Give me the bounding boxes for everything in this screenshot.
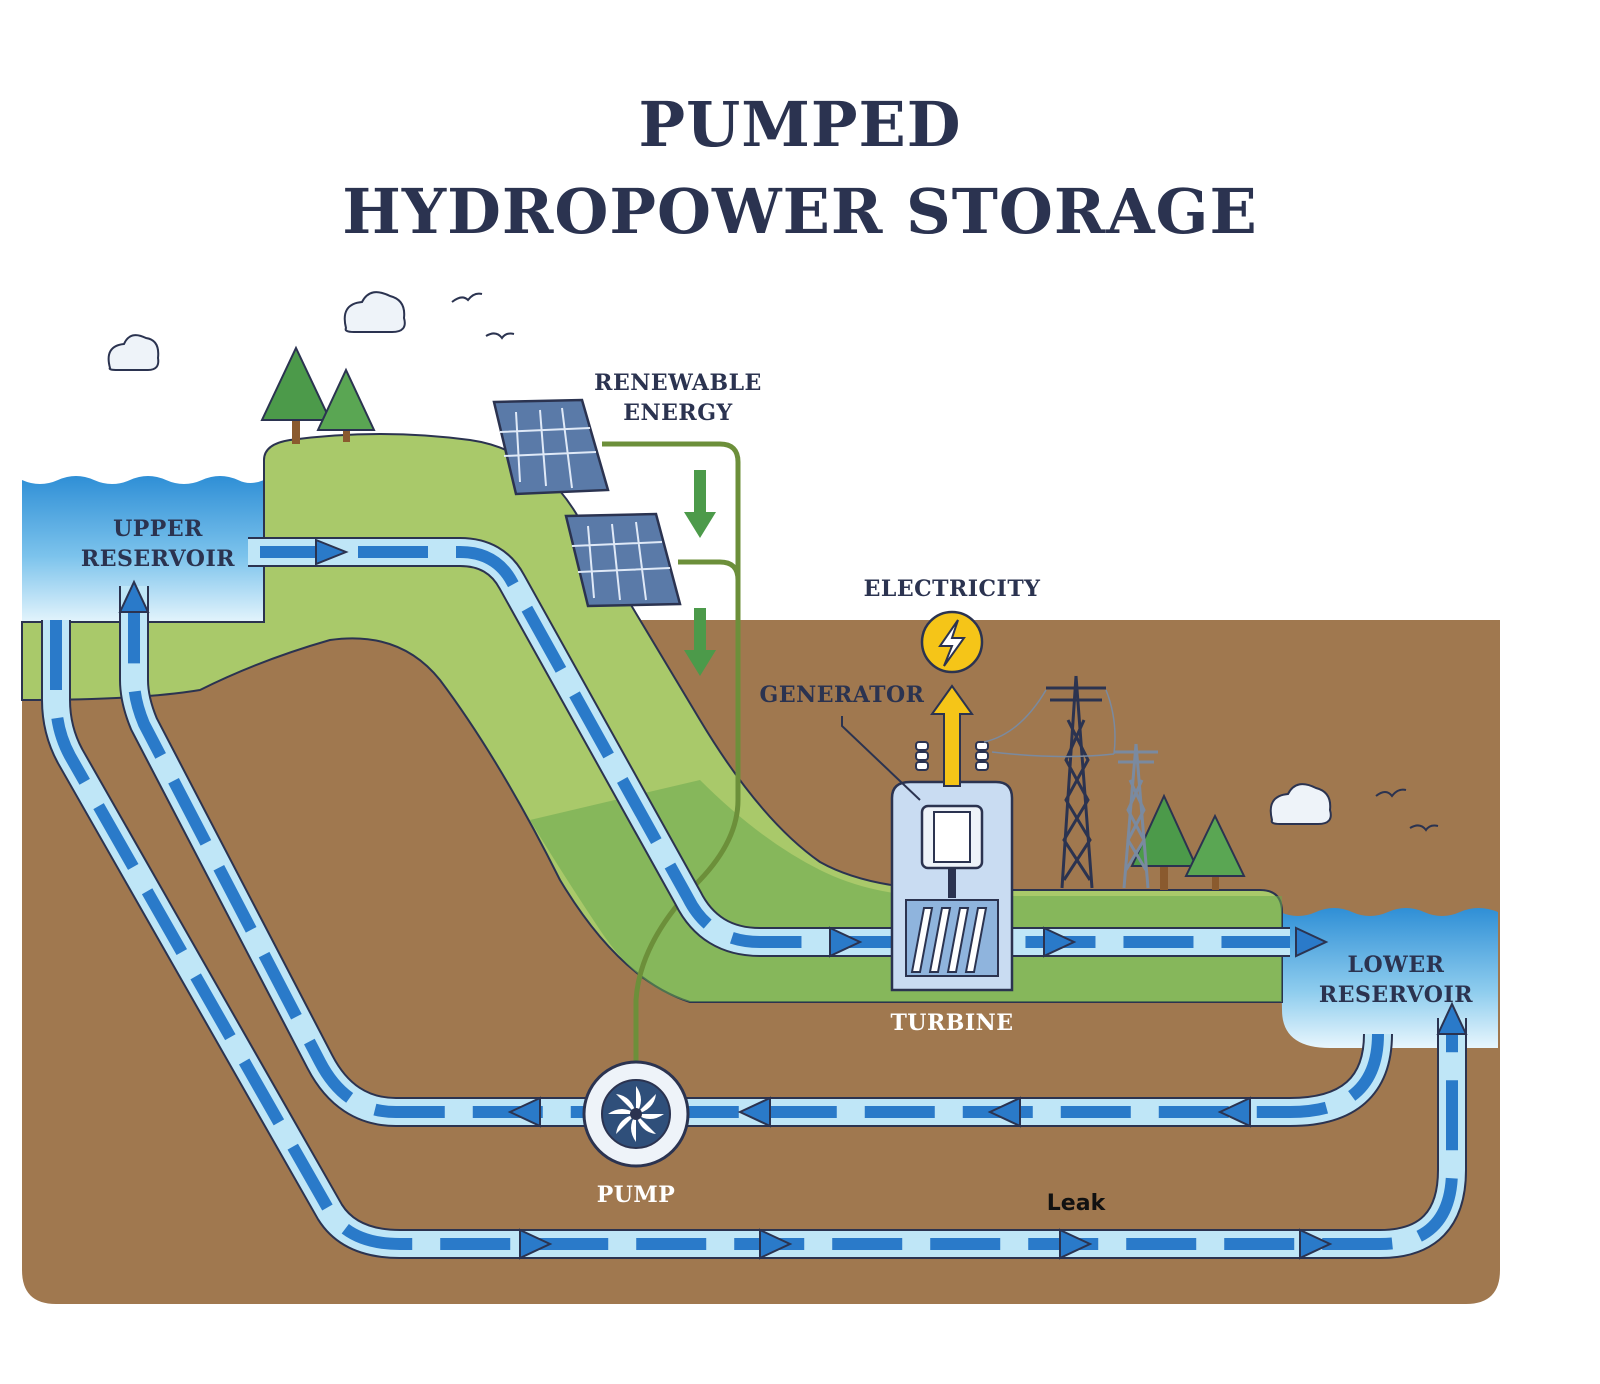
power-line — [983, 689, 1116, 758]
power-cable — [602, 441, 741, 1062]
flow-arrow-icon — [118, 579, 150, 613]
tree-icon — [1184, 813, 1246, 890]
flow-arrow-icon — [1043, 926, 1077, 958]
lower-reservoir-label-2: RESERVOIR — [1319, 982, 1473, 1008]
renewable-energy-label-2: ENERGY — [623, 400, 732, 426]
generator-label: GENERATOR — [760, 682, 925, 708]
cloud-icon — [107, 334, 160, 371]
cloud-icon — [1269, 783, 1332, 825]
flow-arrow-icon — [1299, 1228, 1333, 1260]
insulator-icon — [915, 741, 989, 771]
lightning-bolt-icon — [920, 610, 984, 674]
tree-icon — [1130, 793, 1198, 890]
upper-reservoir-label-1: UPPER — [113, 516, 203, 542]
power-pylon-icon — [1114, 743, 1158, 889]
pump-icon — [582, 1060, 690, 1168]
flow-arrow-icon — [1059, 1228, 1093, 1260]
title-line-1: PUMPED — [638, 88, 962, 161]
pump-label: PUMP — [597, 1182, 676, 1208]
flow-arrow-icon — [1436, 1001, 1468, 1035]
cloud-icon — [343, 291, 406, 333]
electricity-label: ELECTRICITY — [864, 576, 1041, 602]
solar-panel-icon — [564, 512, 682, 608]
upper-reservoir-water — [22, 476, 264, 622]
upper-reservoir-label-2: RESERVOIR — [81, 546, 235, 572]
bird-icon — [1375, 788, 1407, 798]
tree-icon — [260, 345, 332, 444]
bird-icon — [451, 292, 483, 303]
power-pylon-icon — [1046, 675, 1106, 889]
flow-arrow-icon — [737, 1096, 771, 1128]
renewable-energy-label-1: RENEWABLE — [594, 370, 762, 396]
electricity-up-arrow-icon — [930, 684, 974, 787]
solar-panel-icon — [492, 398, 610, 496]
turbine-label: TURBINE — [890, 1010, 1013, 1036]
leak-label: Leak — [1047, 1191, 1107, 1216]
tree-icon — [316, 367, 376, 442]
turbine-icon — [910, 907, 988, 973]
generator-pointer — [841, 716, 921, 801]
flow-arrow-icon — [315, 538, 349, 566]
energy-down-arrow-icon — [684, 470, 716, 538]
flow-arrow-icon — [987, 1096, 1021, 1128]
flow-arrow-icon — [507, 1096, 541, 1128]
flow-arrow-icon — [829, 926, 863, 958]
lower-reservoir-water — [1280, 908, 1498, 1048]
bird-icon — [485, 332, 515, 340]
flow-arrow-icon — [519, 1228, 553, 1260]
flow-arrow-icon — [1295, 926, 1329, 958]
bird-icon — [1409, 824, 1439, 832]
flow-arrow-icon — [759, 1228, 793, 1260]
energy-down-arrow-icon — [684, 608, 716, 676]
lower-reservoir-label-1: LOWER — [1348, 952, 1445, 978]
flow-arrow-icon — [1217, 1096, 1251, 1128]
title-line-2: HYDROPOWER STORAGE — [342, 175, 1258, 248]
generator-icon — [920, 804, 984, 898]
